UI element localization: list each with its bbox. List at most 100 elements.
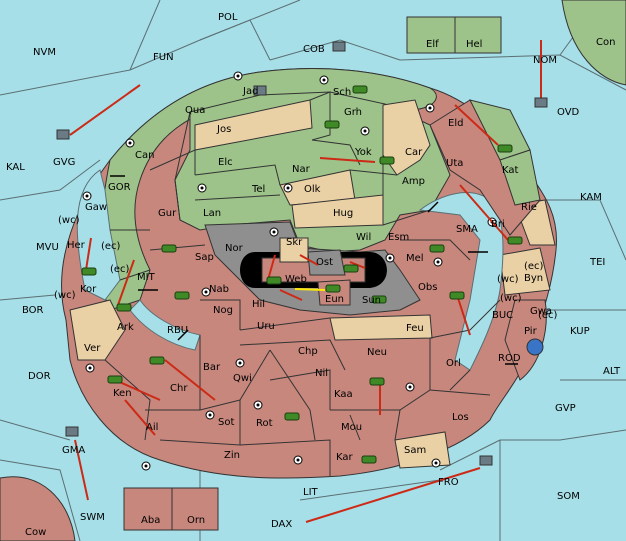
label-fun: FUN [153, 52, 174, 63]
label-nab: Nab [209, 284, 229, 295]
fleets [56, 41, 548, 466]
label-lan: Lan [203, 208, 221, 219]
label-kaa: Kaa [334, 389, 353, 400]
label-uru: Uru [257, 321, 275, 332]
label-kam: KAM [580, 192, 602, 203]
label-bar: Bar [203, 362, 221, 373]
label-gvg: GVG [53, 157, 75, 168]
label-gur: Gur [158, 208, 177, 219]
label-ark: Ark [117, 322, 134, 333]
province-byn[interactable] [499, 247, 551, 296]
label-chp: Chp [298, 346, 318, 357]
label-wil: Wil [356, 232, 371, 243]
label-tei: TEI [589, 257, 605, 268]
label-sch: Sch [333, 87, 351, 98]
label-gma: GMA [62, 445, 85, 456]
coast-label: (wc) [58, 215, 80, 226]
label-swm: SWM [80, 512, 105, 523]
supply-centres [82, 71, 497, 471]
label-orl: Orl [446, 358, 461, 369]
label-mou: Mou [341, 422, 362, 433]
label-dor: DOR [28, 371, 51, 382]
label-eld: Eld [448, 118, 463, 129]
label-esm: Esm [388, 232, 409, 243]
label-gaw: Gaw [85, 202, 107, 213]
label-feu: Feu [406, 323, 424, 334]
label-ver: Ver [84, 343, 101, 354]
label-cob: COB [303, 44, 325, 55]
label-kup: KUP [570, 326, 590, 337]
coast-label: (wc) [500, 293, 522, 304]
label-mel: Mel [406, 253, 424, 264]
label-nil: Nil [315, 368, 328, 379]
label-sap: Sap [195, 252, 214, 263]
label-sma: SMA [456, 224, 478, 235]
label-som: SOM [557, 491, 580, 502]
label-buc: BUC [492, 310, 513, 321]
coast-label: (ec) [110, 264, 130, 275]
label-qua: Qua [185, 105, 205, 116]
label-grh: Grh [344, 107, 362, 118]
label-nar: Nar [292, 164, 311, 175]
label-ken: Ken [113, 388, 132, 399]
label-pol: POL [218, 12, 238, 23]
province-orn[interactable] [171, 487, 219, 531]
label-nor: Nor [225, 243, 244, 254]
label-byn: Byn [524, 273, 543, 284]
label-rie: Rie [521, 202, 537, 213]
label-hel: Hel [466, 39, 482, 50]
label-kor: Kor [80, 284, 97, 295]
label-mit: MIT [137, 272, 156, 283]
label-obs: Obs [418, 282, 437, 293]
order-arrows [69, 40, 542, 523]
province-kat[interactable] [499, 149, 541, 206]
label-nvm: NVM [33, 47, 56, 58]
label-cow: Cow [25, 527, 46, 538]
label-mvu: MVU [36, 242, 59, 253]
pir-unit [526, 338, 544, 356]
label-hug: Hug [333, 208, 353, 219]
label-can: Can [135, 150, 154, 161]
label-neu: Neu [367, 347, 387, 358]
label-car: Car [405, 147, 423, 158]
label-chr: Chr [170, 383, 188, 394]
label-gor: GOR [108, 182, 131, 193]
sea-sma[interactable] [418, 192, 504, 371]
label-kar: Kar [336, 452, 354, 463]
coast-label: (wc) [497, 274, 519, 285]
label-kat: Kat [502, 165, 519, 176]
label-eun: Eun [325, 294, 344, 305]
province-ost[interactable] [307, 249, 346, 276]
label-nom: NOM [533, 55, 557, 66]
label-pir: Pir [524, 326, 538, 337]
label-web: Web [285, 274, 307, 285]
label-aba: Aba [141, 515, 160, 526]
label-zin: Zin [224, 450, 240, 461]
label-con: Con [596, 37, 615, 48]
sea-rbu[interactable] [129, 299, 201, 351]
label-ail: Ail [146, 422, 158, 433]
label-ost: Ost [316, 257, 333, 268]
label-yok: Yok [354, 147, 372, 158]
label-los: Los [452, 412, 469, 423]
label-sun: Sun [362, 295, 381, 306]
coast-label: (ec) [101, 241, 121, 252]
coast-label: (ec) [524, 261, 544, 272]
label-bri: Bri [491, 219, 505, 230]
label-tel: Tel [251, 184, 265, 195]
label-lit: LIT [303, 487, 319, 498]
label-rod: ROD [498, 353, 521, 364]
label-ovd: OVD [557, 107, 580, 118]
province-hel[interactable] [454, 16, 502, 54]
coast-label: (ec) [538, 310, 558, 321]
province-ver[interactable] [69, 299, 126, 361]
province-jos[interactable] [194, 99, 313, 151]
land-borders [104, 91, 501, 476]
label-rbu: RBU [167, 325, 188, 336]
label-nog: Nog [213, 305, 233, 316]
units [81, 85, 523, 464]
label-olk: Olk [304, 184, 321, 195]
